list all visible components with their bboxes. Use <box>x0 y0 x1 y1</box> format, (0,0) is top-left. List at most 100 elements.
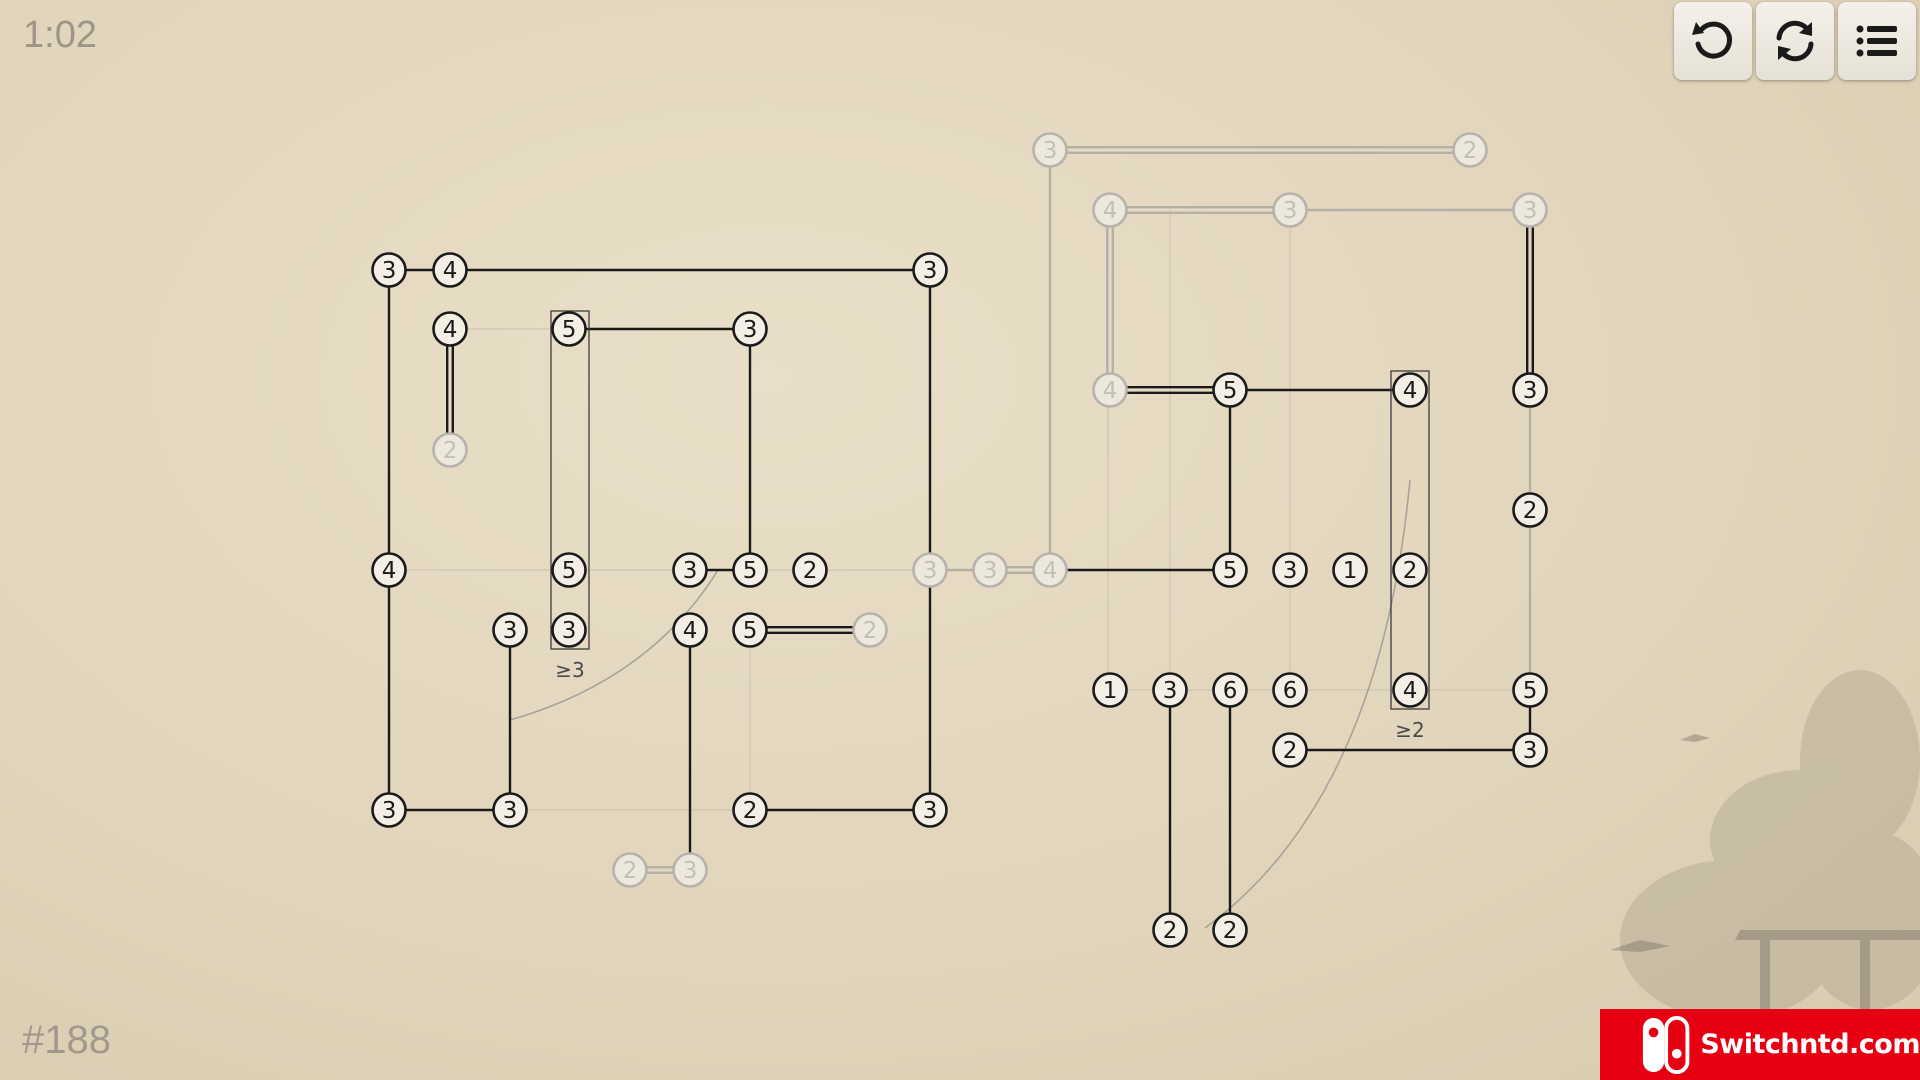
number-node[interactable]: 2 <box>792 552 828 588</box>
number-node[interactable]: 4 <box>1032 552 1068 588</box>
number-node[interactable]: 3 <box>672 552 708 588</box>
number-node[interactable]: 3 <box>912 552 948 588</box>
number-node[interactable]: 2 <box>1392 552 1428 588</box>
node-value: 6 <box>1283 678 1298 704</box>
number-node[interactable]: 5 <box>551 552 587 588</box>
number-node[interactable]: 4 <box>1392 672 1428 708</box>
node-value: 3 <box>923 798 938 824</box>
node-value: 4 <box>1403 378 1418 404</box>
node-value: 2 <box>1283 738 1298 764</box>
number-node[interactable]: 5 <box>1212 372 1248 408</box>
node-value: 3 <box>382 258 397 284</box>
watermark-text: Switchntd.com <box>1700 1029 1920 1060</box>
number-node[interactable]: 4 <box>1092 372 1128 408</box>
number-node[interactable]: 2 <box>1512 492 1548 528</box>
node-value: 4 <box>1103 378 1118 404</box>
watermark-badge: Switchntd.com <box>1600 1009 1920 1080</box>
node-value: 5 <box>562 558 577 584</box>
constraint-regions: ≥3 ≥2 <box>550 310 1430 742</box>
node-value: 2 <box>1463 138 1478 164</box>
number-node[interactable]: 4 <box>1392 372 1428 408</box>
number-node[interactable]: 2 <box>432 432 468 468</box>
constraint-label: ≥2 <box>1395 718 1424 742</box>
node-value: 3 <box>1163 678 1178 704</box>
number-node[interactable]: 2 <box>1272 732 1308 768</box>
number-node[interactable]: 2 <box>612 852 648 888</box>
node-value: 3 <box>923 558 938 584</box>
node-value: 3 <box>1283 558 1298 584</box>
number-node[interactable]: 5 <box>1512 672 1548 708</box>
node-value: 5 <box>743 558 758 584</box>
number-node[interactable]: 3 <box>1152 672 1188 708</box>
undo-icon <box>1692 21 1732 59</box>
number-node[interactable]: 4 <box>432 252 468 288</box>
number-node[interactable]: 3 <box>1272 552 1308 588</box>
number-node[interactable]: 3 <box>912 252 948 288</box>
number-node[interactable]: 3 <box>492 612 528 648</box>
constraint-label: ≥3 <box>555 658 584 682</box>
number-node[interactable]: 2 <box>1452 132 1488 168</box>
node-value: 5 <box>562 317 577 343</box>
timer: 1:02 <box>23 14 97 56</box>
number-node[interactable]: 3 <box>1512 732 1548 768</box>
number-node[interactable]: 6 <box>1212 672 1248 708</box>
number-node[interactable]: 3 <box>1512 372 1548 408</box>
node-value: 3 <box>1043 138 1058 164</box>
number-node[interactable]: 4 <box>1092 192 1128 228</box>
number-node[interactable]: 3 <box>732 311 768 347</box>
number-node[interactable]: 2 <box>732 792 768 828</box>
constraint-box <box>550 310 590 650</box>
number-node[interactable]: 6 <box>1272 672 1308 708</box>
number-node[interactable]: 3 <box>972 552 1008 588</box>
number-node[interactable]: 4 <box>672 612 708 648</box>
node-value: 5 <box>1223 558 1238 584</box>
number-node[interactable]: 1 <box>1092 672 1128 708</box>
number-node[interactable]: 4 <box>432 311 468 347</box>
number-node[interactable]: 2 <box>852 612 888 648</box>
number-node[interactable]: 5 <box>551 311 587 347</box>
node-value: 6 <box>1223 678 1238 704</box>
node-value: 3 <box>1283 198 1298 224</box>
number-node[interactable]: 3 <box>492 792 528 828</box>
number-node[interactable]: 3 <box>1272 192 1308 228</box>
node-value: 3 <box>503 618 518 644</box>
constraint-box <box>1390 370 1430 710</box>
level-number: #188 <box>22 1018 111 1062</box>
number-node[interactable]: 2 <box>1152 912 1188 948</box>
node-value: 4 <box>1403 678 1418 704</box>
node-value: 2 <box>803 558 818 584</box>
node-value: 4 <box>443 258 458 284</box>
node-value: 3 <box>503 798 518 824</box>
number-node[interactable]: 1 <box>1332 552 1368 588</box>
number-node[interactable]: 3 <box>912 792 948 828</box>
node-value: 5 <box>743 618 758 644</box>
node-value: 3 <box>683 558 698 584</box>
number-node[interactable]: 3 <box>1512 192 1548 228</box>
undo-button[interactable] <box>1674 2 1752 80</box>
number-node[interactable]: 3 <box>672 852 708 888</box>
node-value: 4 <box>683 618 698 644</box>
number-node[interactable]: 3 <box>371 792 407 828</box>
node-value: 5 <box>1223 378 1238 404</box>
node-value: 3 <box>1523 378 1538 404</box>
node-value: 2 <box>443 438 458 464</box>
switch-logo-icon <box>1642 1015 1690 1074</box>
number-node[interactable]: 5 <box>732 612 768 648</box>
menu-button[interactable] <box>1838 2 1916 80</box>
number-node[interactable]: 5 <box>732 552 768 588</box>
number-node[interactable]: 3 <box>371 252 407 288</box>
number-node[interactable]: 4 <box>371 552 407 588</box>
number-node[interactable]: 3 <box>1032 132 1068 168</box>
node-value: 2 <box>1523 498 1538 524</box>
node-value: 4 <box>443 317 458 343</box>
node-value: 3 <box>562 618 577 644</box>
number-node[interactable]: 5 <box>1212 552 1248 588</box>
number-node[interactable]: 2 <box>1212 912 1248 948</box>
number-node[interactable]: 3 <box>551 612 587 648</box>
node-value: 3 <box>983 558 998 584</box>
node-value: 4 <box>1103 198 1118 224</box>
node-value: 2 <box>743 798 758 824</box>
restart-button[interactable] <box>1756 2 1834 80</box>
